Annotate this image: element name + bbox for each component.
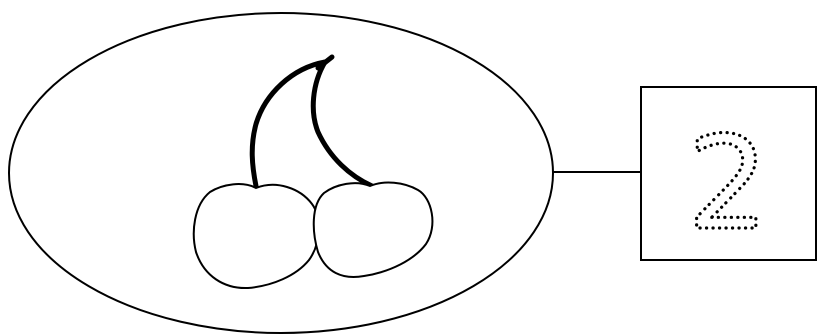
tracing-number: 2: [687, 110, 768, 259]
picture-oval: [9, 13, 553, 333]
